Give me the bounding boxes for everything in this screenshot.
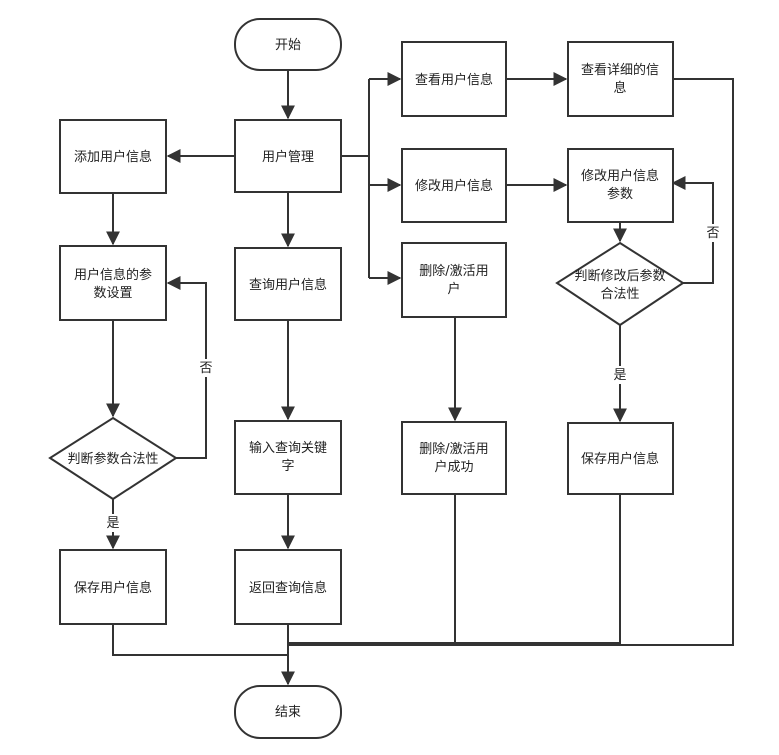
end-label: 结束 <box>275 705 301 720</box>
check-valid-label: 判断参数合法性 <box>67 451 158 467</box>
input-keyword-node: 输入查询关键 字 <box>234 420 342 495</box>
param-setup-label-line1: 用户信息的参 <box>74 267 152 283</box>
check-modify-node: 判断修改后参数 合法性 <box>555 241 685 327</box>
modify-params-label-line2: 参数 <box>607 186 633 202</box>
add-user-node: 添加用户信息 <box>59 119 167 194</box>
user-mgmt-label: 用户管理 <box>262 149 314 165</box>
modify-params-node: 修改用户信息 参数 <box>567 148 674 223</box>
query-label: 查询用户信息 <box>249 277 327 293</box>
label-no-left: 否 <box>199 361 212 376</box>
check-valid-node: 判断参数合法性 <box>48 416 178 501</box>
delete-success-label-line2: 户成功 <box>434 459 473 475</box>
param-setup-node: 用户信息的参 数设置 <box>59 245 167 321</box>
param-setup-label-line2: 数设置 <box>93 286 132 301</box>
edge-save-left-to-merge <box>112 624 288 656</box>
view-detail-label-line1: 查看详细的信 <box>581 62 659 78</box>
end-node: 结束 <box>234 685 342 739</box>
modify-user-label: 修改用户信息 <box>415 178 493 194</box>
modify-params-label-line1: 修改用户信息 <box>581 168 659 184</box>
check-modify-label-line2: 合法性 <box>600 287 639 302</box>
delete-activate-label-line2: 户 <box>447 281 460 297</box>
view-user-label: 查看用户信息 <box>415 72 493 88</box>
view-user-node: 查看用户信息 <box>401 41 507 117</box>
save-right-node: 保存用户信息 <box>567 422 674 495</box>
view-detail-label-line2: 息 <box>613 80 626 96</box>
start-label: 开始 <box>275 38 301 53</box>
query-node: 查询用户信息 <box>234 247 342 321</box>
label-yes-left: 是 <box>106 516 119 531</box>
add-user-label: 添加用户信息 <box>74 149 152 165</box>
input-keyword-label-line1: 输入查询关键 <box>249 440 327 456</box>
label-no-right: 否 <box>706 226 719 241</box>
edge-save-right-to-merge <box>455 494 621 644</box>
delete-success-node: 删除/激活用 户成功 <box>401 421 507 495</box>
save-left-node: 保存用户信息 <box>59 549 167 625</box>
edge-labels: 否 是 否 是 <box>105 224 721 532</box>
save-left-label: 保存用户信息 <box>74 580 152 596</box>
delete-success-label-line1: 删除/激活用 <box>419 442 488 457</box>
start-node: 开始 <box>234 18 342 71</box>
label-yes-right: 是 <box>613 368 626 383</box>
user-mgmt-node: 用户管理 <box>234 119 342 193</box>
modify-user-node: 修改用户信息 <box>401 148 507 223</box>
return-query-node: 返回查询信息 <box>234 549 342 625</box>
delete-activate-node: 删除/激活用 户 <box>401 242 507 318</box>
edges <box>106 70 734 686</box>
delete-activate-label-line1: 删除/激活用 <box>419 264 488 279</box>
view-detail-node: 查看详细的信 息 <box>567 41 674 117</box>
return-query-label: 返回查询信息 <box>249 580 327 596</box>
edge-detail-to-merge <box>288 78 734 646</box>
check-modify-label-line1: 判断修改后参数 <box>574 268 665 284</box>
save-right-label: 保存用户信息 <box>581 451 659 467</box>
input-keyword-label-line2: 字 <box>281 459 294 474</box>
